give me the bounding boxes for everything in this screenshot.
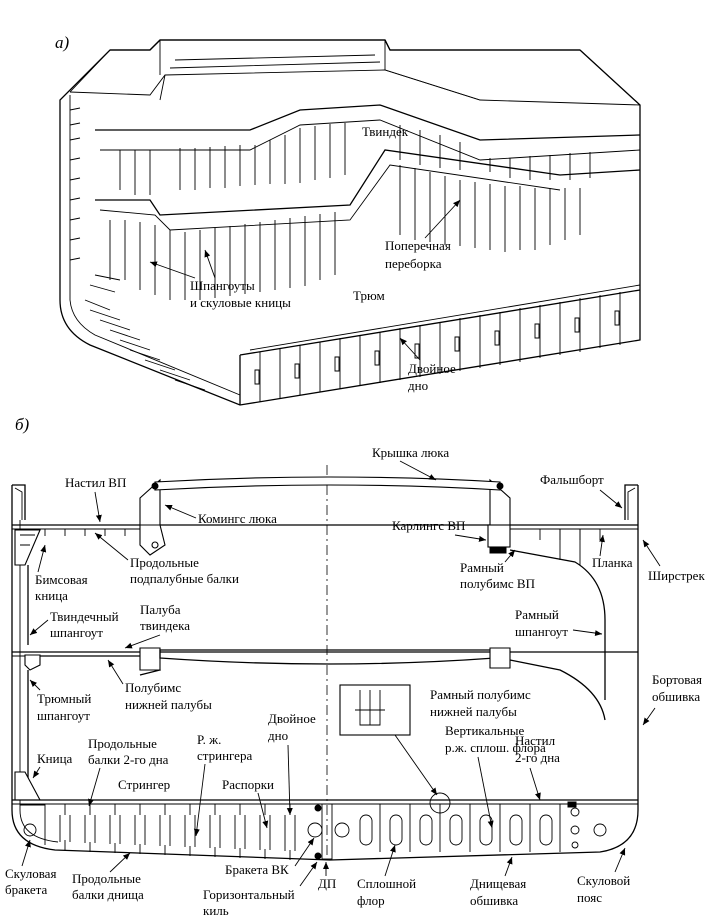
label-double-bottom-b-line2: дно xyxy=(268,728,288,743)
label-deck-girder: Карлингс ВП xyxy=(392,518,465,533)
floors-a xyxy=(254,292,621,402)
web-half-beam-upper xyxy=(509,549,606,700)
label-bottom-longitudinals-line2: балки днища xyxy=(72,887,144,902)
label-hatch-coaming: Комингс люка xyxy=(198,511,277,526)
label-side-plating-line2: обшивка xyxy=(652,689,700,704)
bulwark-right xyxy=(624,484,638,520)
label-double-bottom-line2: дно xyxy=(408,378,428,393)
inner-bottom-longitudinals xyxy=(64,804,291,815)
label-web-frame-line1: Рамный xyxy=(515,607,559,622)
panel-b-letter: б) xyxy=(15,415,30,434)
arrow-frames xyxy=(149,261,196,279)
label-double-bottom-line1: Двойное xyxy=(408,361,456,376)
label-bottom-plating-line2: обшивка xyxy=(470,893,518,908)
label-horizontal-keel-line2: киль xyxy=(203,903,229,918)
double-bottom-struts xyxy=(59,815,296,851)
arrow-frames-2 xyxy=(204,249,216,279)
label-web-half-beam-line2: полубимс ВП xyxy=(460,576,535,591)
label-tweendeck-frame-line1: Твиндечный xyxy=(50,609,119,624)
label-bilge-strake-line1: Скуловой xyxy=(577,873,630,888)
hold-frames-a xyxy=(109,165,581,300)
label-inner-bottom-plating-line2: 2-го дна xyxy=(515,750,560,765)
label-tweendeck: Твиндек xyxy=(362,124,409,139)
panel-a-isometric-view: а) xyxy=(55,33,641,406)
lower-half-beam-left-knee xyxy=(24,654,41,671)
label-bottom-longitudinals-line1: Продольные xyxy=(72,871,141,886)
label-plank: Планка xyxy=(592,555,633,570)
side-frames-a xyxy=(69,107,81,261)
arrow-double-bottom-a xyxy=(399,337,421,361)
label-lower-half-beam-line2: нижней палубы xyxy=(125,697,212,712)
beam-knee-left xyxy=(14,529,41,566)
label-inner-bottom-longitudinals-line2: балки 2-го дна xyxy=(88,752,169,767)
label-lower-half-beam-line1: Полубимс xyxy=(125,680,181,695)
label-hold-frame-line2: шпангоут xyxy=(37,708,90,723)
lower-deck-girder-right xyxy=(489,647,511,669)
panel-a-letter: а) xyxy=(55,33,70,52)
label-inner-bottom-plating-line1: Настил xyxy=(515,733,556,748)
label-double-bottom-b-line1: Двойное xyxy=(268,711,316,726)
label-inner-bottom-longitudinals-line1: Продольные xyxy=(88,736,157,751)
tweendeck-deck-a xyxy=(95,104,641,141)
label-lower-web-half-beam-line1: Рамный полубимс xyxy=(430,687,531,702)
label-bilge-bracket-line2: бракета xyxy=(5,882,47,897)
label-sheer-strake: Ширстрек xyxy=(648,568,705,583)
hatch-cover-b xyxy=(154,476,501,491)
bottom-longitudinals xyxy=(64,840,291,860)
label-stringer: Стрингер xyxy=(118,777,170,792)
detail-circle xyxy=(429,792,451,814)
bilge-bracket-left xyxy=(20,804,46,845)
label-bulwark: Фальшборт xyxy=(540,472,604,487)
label-bulkhead-line1: Поперечная xyxy=(385,238,451,253)
lower-deck-girder-left xyxy=(139,647,161,671)
label-stringer-stiffener-line2: стрингера xyxy=(197,748,252,763)
label-web-frame-line2: шпангоут xyxy=(515,624,568,639)
label-tweendeck-deck-line1: Палуба xyxy=(140,602,181,617)
label-frames-line1: Шпангоуты xyxy=(190,278,255,293)
label-beam-knee-line1: Бимсовая xyxy=(35,572,88,587)
label-side-plating-line1: Бортовая xyxy=(652,672,702,687)
label-stringer-stiffener-line1: Р. ж. xyxy=(197,732,221,747)
bilge-holes-right xyxy=(570,807,607,849)
label-lower-web-half-beam-line2: нижней палубы xyxy=(430,704,517,719)
label-bottom-plating-line1: Днищевая xyxy=(470,876,526,891)
label-bulkhead-line2: переборка xyxy=(385,256,442,271)
label-web-half-beam-line1: Рамный xyxy=(460,560,504,575)
label-beam-knee-line2: кница xyxy=(35,588,68,603)
tweendeck-frames-a xyxy=(119,123,591,195)
bulwark-left xyxy=(12,484,26,520)
label-tweendeck-deck-line2: твиндека xyxy=(140,618,190,633)
panel-b-cross-section: б) xyxy=(5,415,705,918)
label-keel-bracket: Бракета ВК xyxy=(225,862,289,877)
knee-left xyxy=(14,771,41,801)
label-bilge-strake-line2: пояс xyxy=(577,890,602,905)
label-vertical-stiffeners-line1: Вертикальные xyxy=(445,723,525,738)
label-deck-longitudinals-line1: Продольные xyxy=(130,555,199,570)
label-bilge-bracket-line1: Скуловая xyxy=(5,866,56,881)
hull-outline-b xyxy=(11,485,639,861)
label-deck-longitudinals-line2: подпалубные балки xyxy=(130,571,239,586)
label-upper-deck-plating: Настил ВП xyxy=(65,475,126,490)
label-hold-frame-line1: Трюмный xyxy=(37,691,91,706)
lower-hatch-cover xyxy=(159,649,496,665)
label-solid-floor-line2: флор xyxy=(357,893,385,908)
label-tweendeck-frame-line2: шпангоут xyxy=(50,625,103,640)
bilge-brackets-a xyxy=(84,274,206,391)
label-hold: Трюм xyxy=(353,288,385,303)
deck-longitudinals-right xyxy=(539,529,601,540)
solid-floor-holes xyxy=(359,804,561,852)
label-frames-line2: и скуловые кницы xyxy=(190,295,291,310)
label-knee: Кница xyxy=(37,751,73,766)
label-horizontal-keel-line1: Горизонтальный xyxy=(203,887,295,902)
lower-deck-a xyxy=(95,149,641,216)
label-vertical-stiffeners-line2: р.ж. сплош. флора xyxy=(445,740,546,755)
deck-longitudinals-left xyxy=(44,529,126,536)
label-hatch-cover: Крышка люка xyxy=(372,445,449,460)
label-struts: Распорки xyxy=(222,777,274,792)
label-solid-floor-line1: Сплошной xyxy=(357,876,416,891)
arrow-bulkhead xyxy=(424,199,461,239)
label-centerline: ДП xyxy=(318,876,336,891)
